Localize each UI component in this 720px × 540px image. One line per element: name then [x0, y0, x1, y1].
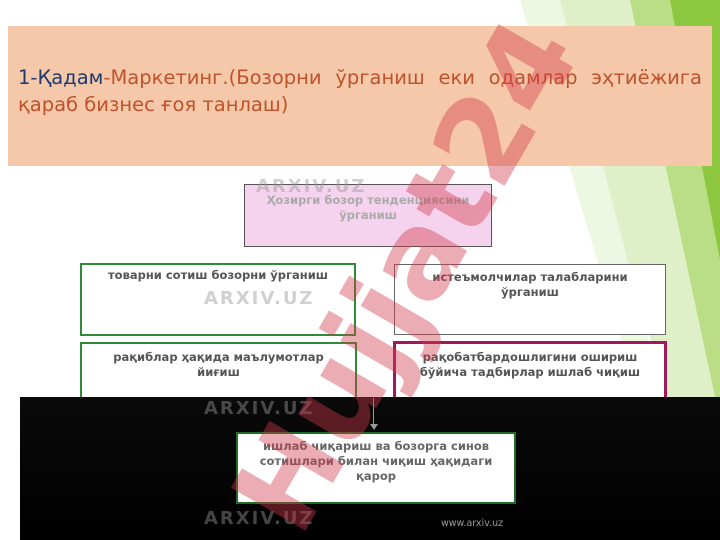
diagram-box-market-trend: Ҳозирги бозор тенденциясини ўрганиш [244, 184, 492, 247]
arrow-down-icon [370, 424, 378, 430]
title-panel: 1-Қадам-Маркетинг.(Бозорни ўрганиш еки о… [8, 26, 712, 166]
watermark-url: www.arxiv.uz [441, 518, 504, 529]
slide-title: 1-Қадам-Маркетинг.(Бозорни ўрганиш еки о… [18, 64, 702, 118]
title-step: 1-Қадам [18, 66, 104, 89]
diagram-box-decision: ишлаб чиқариш ва бозорга синов сотишлари… [236, 432, 516, 504]
diagram-connector-line [373, 398, 374, 426]
watermark-logo: ARXIV.UZ [256, 176, 367, 197]
title-separator: - [103, 66, 111, 89]
diagram-box-sales-market: товарни сотиш бозорни ўрганиш [80, 263, 356, 336]
watermark-logo: ARXIV.UZ [204, 288, 315, 309]
watermark-logo: ARXIV.UZ [204, 508, 315, 529]
watermark-logo: ARXIV.UZ [204, 398, 315, 419]
title-body: Маркетинг.(Бозорни ўрганиш еки одамлар э… [18, 66, 702, 116]
diagram-box-consumer-demand: истеъмолчилар талабларини ўрганиш [394, 264, 666, 335]
